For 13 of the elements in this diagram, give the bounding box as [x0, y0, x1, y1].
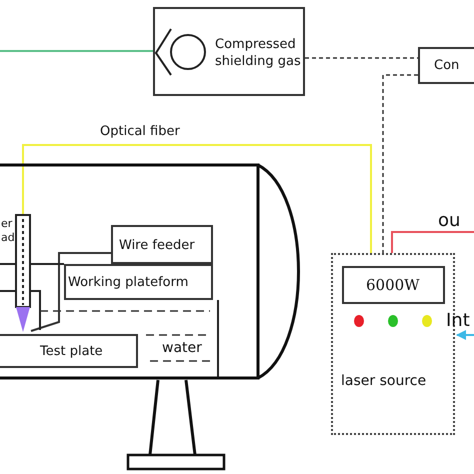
- connector-line: [382, 74, 418, 253]
- controller-box: Con: [418, 47, 474, 84]
- connector-line: [391, 231, 474, 253]
- connector-line: [0, 50, 153, 52]
- gas-cylinder-box: [153, 7, 305, 96]
- arrow: [456, 330, 474, 340]
- edge-label: ou: [438, 210, 460, 232]
- power-display: 6000W: [342, 266, 445, 304]
- edge-label: Optical fiber: [100, 123, 180, 141]
- gas-label: Compressed shielding gas: [215, 36, 301, 70]
- connector-line: [305, 57, 418, 59]
- edge-label: Int: [446, 310, 470, 332]
- source-label: laser source: [341, 373, 426, 389]
